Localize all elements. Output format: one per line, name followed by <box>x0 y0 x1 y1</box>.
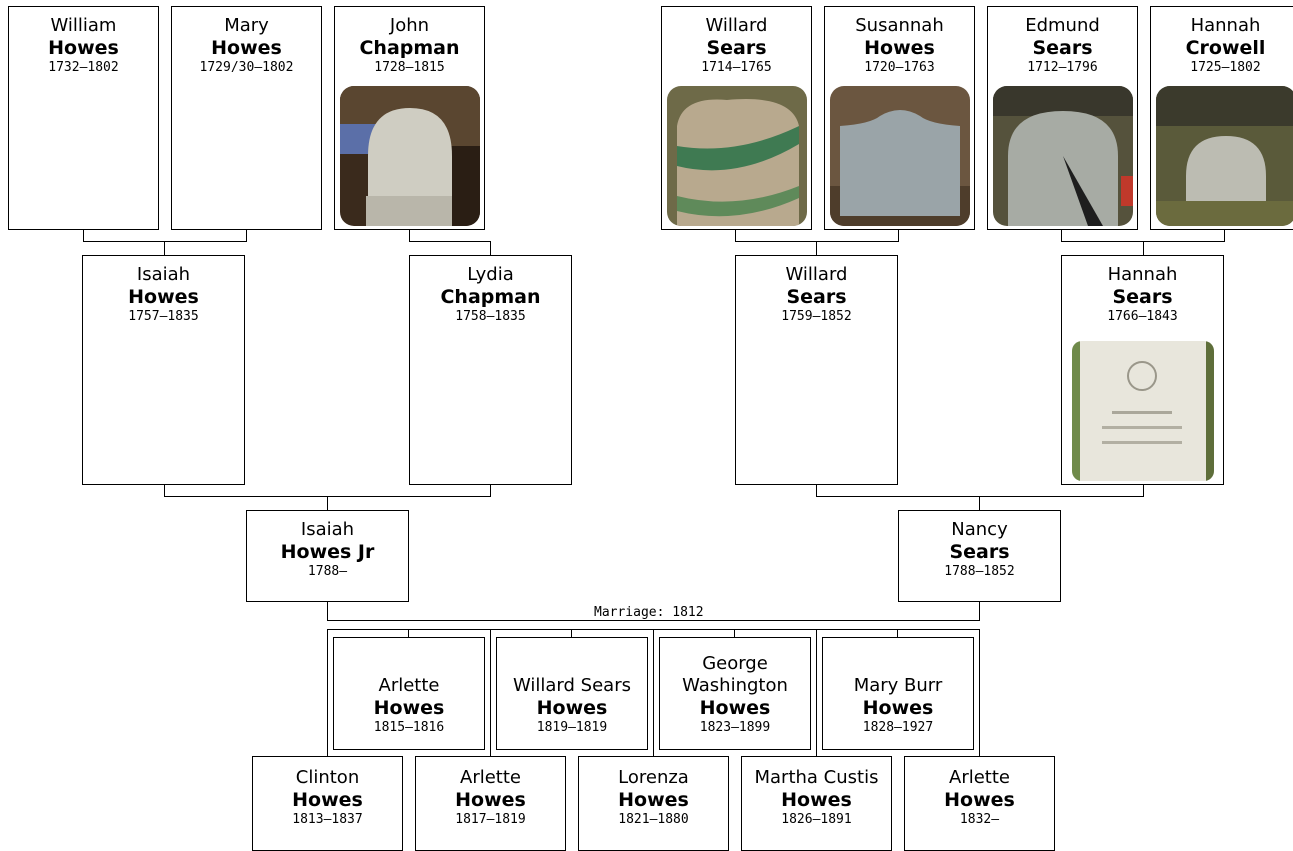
life-dates: 1712–1796 <box>1027 60 1098 75</box>
given-name: Arlette <box>378 675 440 696</box>
life-dates: 1729/30–1802 <box>199 60 294 75</box>
person-edmund-sears[interactable]: Edmund Sears 1712–1796 <box>987 6 1138 230</box>
given-name: Willard Sears <box>513 675 631 696</box>
surname: Sears <box>1032 37 1093 59</box>
child-willard-sears-howes[interactable]: Willard Sears Howes 1819–1819 <box>496 637 648 750</box>
life-dates: 1725–1802 <box>1190 60 1261 75</box>
child-arlette-howes-1832[interactable]: Arlette Howes 1832– <box>904 756 1055 851</box>
given-name: Isaiah <box>136 264 191 285</box>
life-dates: 1821–1880 <box>618 812 689 827</box>
given-name: Martha Custis <box>754 767 879 788</box>
child-george-washington-howes[interactable]: George Washington Howes 1823–1899 <box>659 637 811 750</box>
surname: Chapman <box>359 37 460 59</box>
child-mary-burr-howes[interactable]: Mary Burr Howes 1828–1927 <box>822 637 974 750</box>
surname: Howes <box>536 697 608 719</box>
life-dates: 1720–1763 <box>864 60 935 75</box>
gravestone-photo[interactable] <box>830 86 970 226</box>
life-dates: 1788– <box>307 564 348 579</box>
gravestone-photo[interactable] <box>667 86 807 226</box>
surname: Sears <box>786 286 847 308</box>
life-dates: 1819–1819 <box>536 720 608 735</box>
given-name: Susannah <box>855 15 944 36</box>
surname: Howes <box>455 789 526 811</box>
given-name: Willard <box>785 264 848 285</box>
life-dates: 1732–1802 <box>48 60 119 75</box>
given-name: Edmund <box>1025 15 1100 36</box>
given-name: Mary Burr <box>853 675 943 696</box>
person-william-howes[interactable]: William Howes 1732–1802 <box>8 6 159 230</box>
surname: Howes <box>48 37 119 59</box>
life-dates: 1832– <box>959 812 1000 827</box>
life-dates: 1728–1815 <box>374 60 445 75</box>
life-dates: 1714–1765 <box>701 60 772 75</box>
surname: Sears <box>949 541 1010 563</box>
child-arlette-howes-1815[interactable]: Arlette Howes 1815–1816 <box>333 637 485 750</box>
gravestone-photo[interactable] <box>993 86 1133 226</box>
person-willard-sears-sr[interactable]: Willard Sears 1714–1765 <box>661 6 812 230</box>
child-lorenza-howes[interactable]: Lorenza Howes 1821–1880 <box>578 756 729 851</box>
child-martha-custis-howes[interactable]: Martha Custis Howes 1826–1891 <box>741 756 892 851</box>
person-lydia-chapman[interactable]: Lydia Chapman 1758–1835 <box>409 255 572 485</box>
life-dates: 1828–1927 <box>862 720 934 735</box>
gravestone-photo[interactable] <box>1156 86 1293 226</box>
gravestone-photo[interactable] <box>340 86 480 226</box>
given-name: Hannah <box>1107 264 1178 285</box>
given-name: Mary <box>224 15 269 36</box>
life-dates: 1815–1816 <box>373 720 445 735</box>
given-name: Hannah <box>1190 15 1261 36</box>
child-arlette-howes-1817[interactable]: Arlette Howes 1817–1819 <box>415 756 566 851</box>
person-john-chapman[interactable]: John Chapman 1728–1815 <box>334 6 485 230</box>
person-isaiah-howes-jr[interactable]: Isaiah Howes Jr 1788– <box>246 510 409 602</box>
surname: Howes <box>864 37 935 59</box>
given-name: Willard <box>705 15 768 36</box>
surname: Sears <box>1112 286 1173 308</box>
person-susannah-howes[interactable]: Susannah Howes 1720–1763 <box>824 6 975 230</box>
life-dates: 1757–1835 <box>128 309 199 324</box>
given-name: George Washington <box>682 653 788 696</box>
surname: Howes <box>862 697 934 719</box>
life-dates: 1788–1852 <box>944 564 1015 579</box>
surname: Sears <box>706 37 767 59</box>
life-dates: 1759–1852 <box>781 309 852 324</box>
person-hannah-sears[interactable]: Hannah Sears 1766–1843 <box>1061 255 1224 485</box>
given-name: Lydia <box>467 264 514 285</box>
surname: Howes <box>292 789 363 811</box>
surname: Howes <box>618 789 689 811</box>
surname: Howes <box>944 789 1015 811</box>
person-willard-sears[interactable]: Willard Sears 1759–1852 <box>735 255 898 485</box>
gravestone-photo[interactable] <box>1072 341 1214 481</box>
surname: Howes <box>781 789 852 811</box>
person-mary-howes[interactable]: Mary Howes 1729/30–1802 <box>171 6 322 230</box>
surname: Howes <box>211 37 282 59</box>
given-name: Arlette <box>460 767 521 788</box>
person-nancy-sears[interactable]: Nancy Sears 1788–1852 <box>898 510 1061 602</box>
surname: Howes Jr <box>280 541 375 563</box>
life-dates: 1826–1891 <box>781 812 852 827</box>
given-name: Clinton <box>295 767 360 788</box>
given-name: Isaiah <box>300 519 355 540</box>
life-dates: 1758–1835 <box>455 309 526 324</box>
life-dates: 1817–1819 <box>455 812 526 827</box>
surname: Howes <box>128 286 199 308</box>
life-dates: 1766–1843 <box>1107 309 1178 324</box>
surname: Howes <box>373 697 445 719</box>
surname: Howes <box>699 697 771 719</box>
surname: Crowell <box>1185 37 1266 59</box>
given-name: John <box>389 15 430 36</box>
life-dates: 1813–1837 <box>292 812 363 827</box>
given-name: Nancy <box>951 519 1008 540</box>
person-isaiah-howes[interactable]: Isaiah Howes 1757–1835 <box>82 255 245 485</box>
child-clinton-howes[interactable]: Clinton Howes 1813–1837 <box>252 756 403 851</box>
life-dates: 1823–1899 <box>699 720 771 735</box>
marriage-label: Marriage: 1812 <box>594 605 704 620</box>
given-name: Lorenza <box>618 767 689 788</box>
given-name: William <box>50 15 117 36</box>
person-hannah-crowell[interactable]: Hannah Crowell 1725–1802 <box>1150 6 1293 230</box>
surname: Chapman <box>440 286 541 308</box>
given-name: Arlette <box>949 767 1010 788</box>
